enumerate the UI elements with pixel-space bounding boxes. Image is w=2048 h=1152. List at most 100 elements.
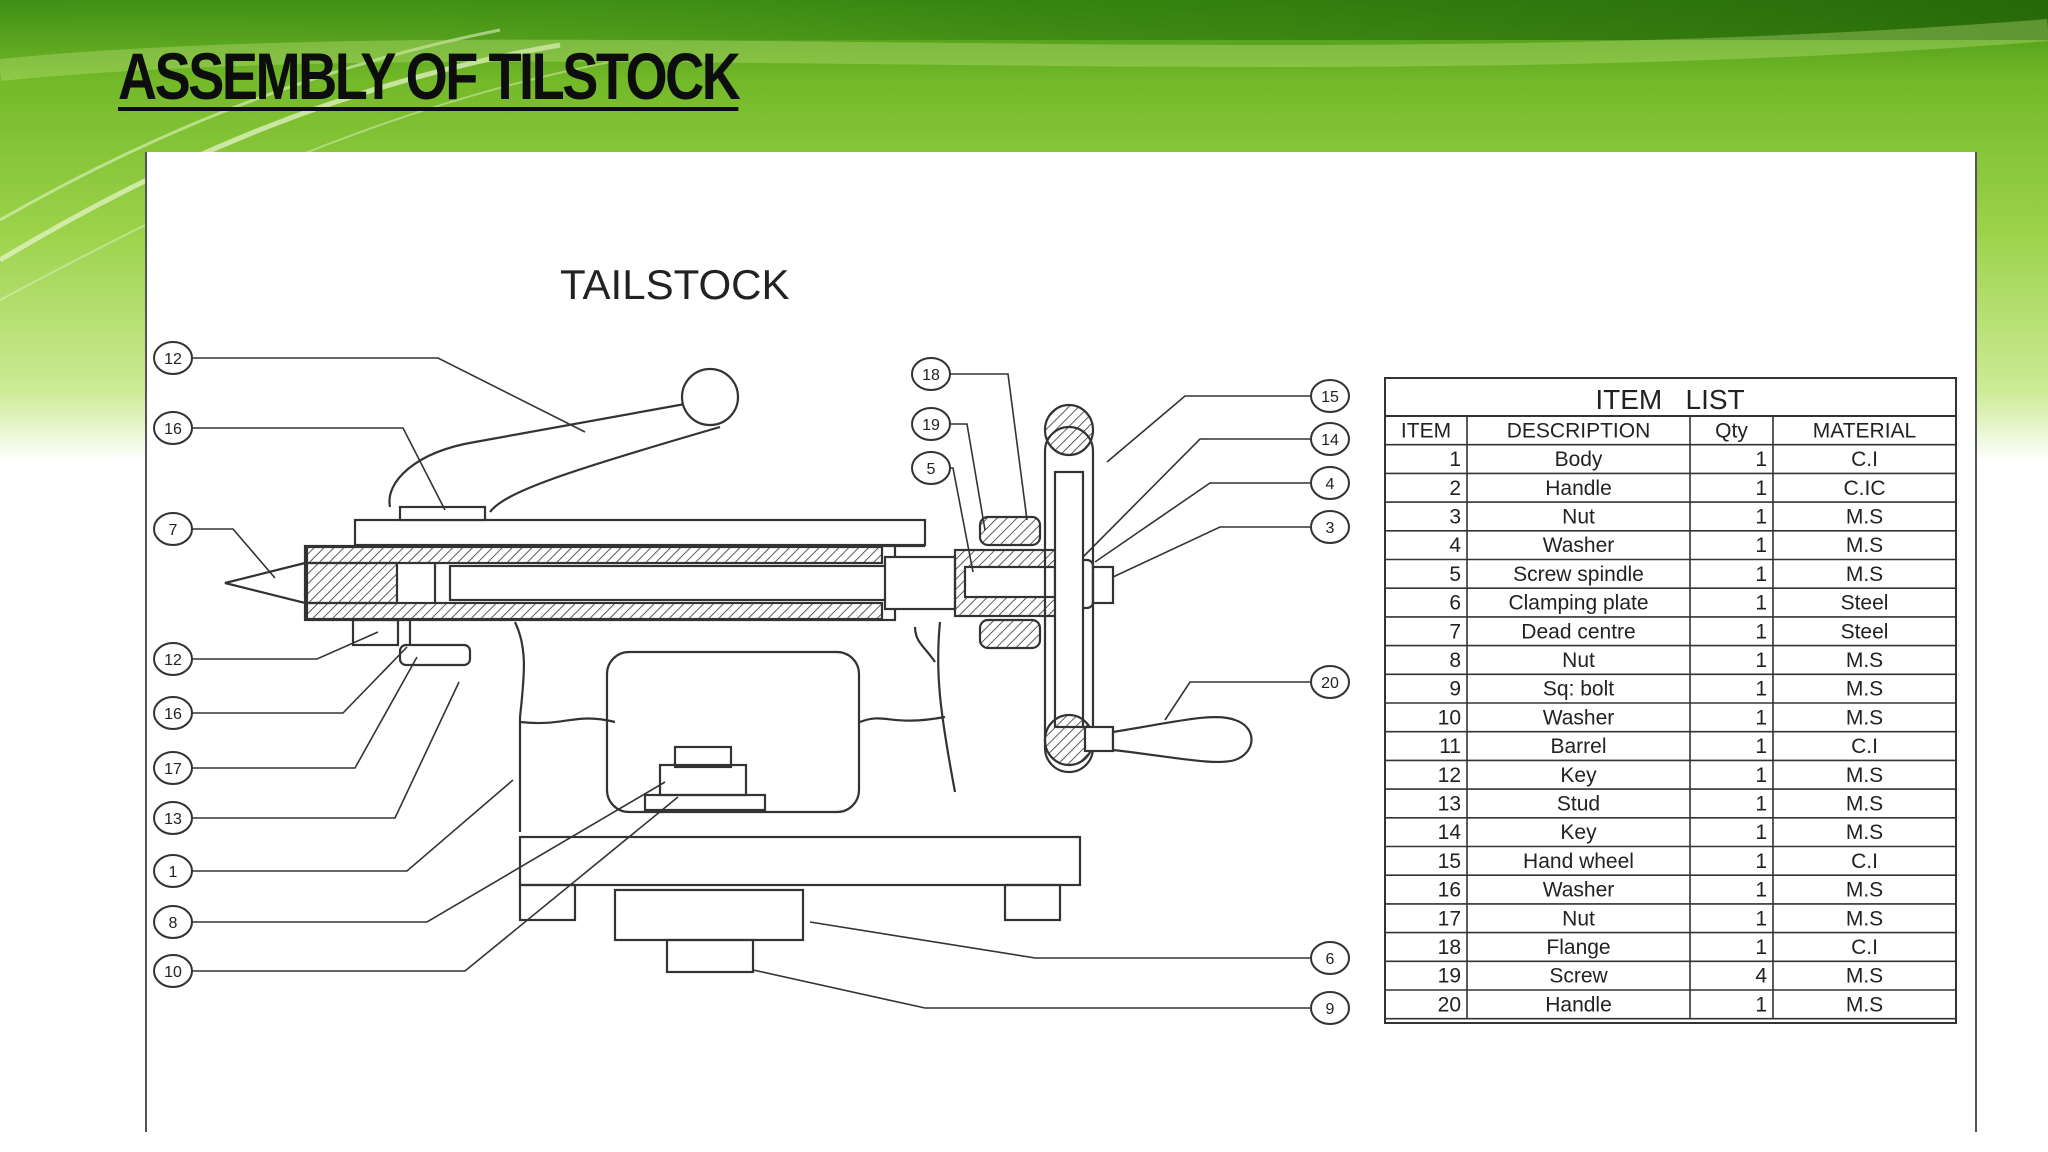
leader-lines	[188, 357, 1310, 1009]
table-cell: 4	[1449, 534, 1461, 557]
table-row: 17 Nut 1 M.S	[1438, 907, 1884, 930]
callout-bubble	[1310, 991, 1350, 1025]
table-cell: Clamping plate	[1508, 592, 1648, 615]
table-cell: Handle	[1545, 993, 1612, 1016]
callout-label: 13	[164, 811, 182, 828]
table-row: 4 Washer 1 M.S	[1449, 534, 1883, 557]
table-cell: M.S	[1846, 505, 1883, 528]
callout-label: 20	[1321, 675, 1339, 692]
tailstock-drawing: TAILSTOCK	[153, 261, 1957, 1025]
callout-label: 4	[1326, 476, 1335, 493]
callout-label: 9	[1326, 1001, 1335, 1018]
callout-label: 16	[164, 706, 182, 723]
table-cell: Nut	[1562, 505, 1595, 528]
table-cell: C.I	[1851, 850, 1878, 873]
callout-bubble	[153, 801, 193, 835]
callout-label: 3	[1326, 520, 1335, 537]
table-cell: 1	[1755, 649, 1767, 672]
table-cell: 1	[1755, 907, 1767, 930]
callout-label: 19	[922, 417, 940, 434]
tailstock-body	[351, 518, 1082, 974]
table-cell: 1	[1755, 706, 1767, 729]
callout-bubble	[1310, 665, 1350, 699]
callout-bubble	[911, 407, 951, 441]
callout-bubble	[153, 905, 193, 939]
table-cell: 16	[1438, 879, 1461, 902]
table-cell: C.I	[1851, 936, 1878, 959]
callout-label: 17	[164, 761, 182, 778]
table-cell: Dead centre	[1521, 620, 1635, 643]
callout-label: 7	[169, 522, 178, 539]
slide-title: ASSEMBLY OF TILSTOCK	[118, 39, 741, 113]
table-cell: 1	[1755, 534, 1767, 557]
table-cell: 20	[1438, 993, 1461, 1016]
callout-bubbles	[153, 341, 1350, 1025]
table-cell: 14	[1438, 821, 1462, 844]
table-cell: M.S	[1846, 706, 1883, 729]
table-cell: Washer	[1543, 534, 1615, 557]
callout-label: 12	[164, 351, 182, 368]
table-row: 1 Body 1 C.I	[1449, 448, 1878, 471]
table-cell: M.S	[1846, 534, 1883, 557]
callout-bubble	[1310, 466, 1350, 500]
table-cell: Hand wheel	[1523, 850, 1634, 873]
table-cell: M.S	[1846, 649, 1883, 672]
table-cell: 11	[1439, 735, 1461, 758]
table-cell: 1	[1755, 879, 1767, 902]
callout-bubble	[153, 954, 193, 988]
table-cell: 9	[1449, 678, 1461, 701]
callout-bubble	[1310, 379, 1350, 413]
table-cell: C.IC	[1844, 477, 1886, 500]
table-cell: 13	[1438, 792, 1461, 815]
item-list-title: ITEM LIST	[1595, 384, 1744, 415]
table-cell: M.S	[1846, 792, 1883, 815]
table-cell: Steel	[1841, 620, 1889, 643]
table-cell: 1	[1755, 448, 1767, 471]
table-cell: Body	[1555, 448, 1603, 471]
table-cell: 3	[1449, 505, 1461, 528]
table-cell: Key	[1560, 764, 1597, 787]
callout-bubble	[1310, 510, 1350, 544]
table-cell: Washer	[1543, 706, 1615, 729]
table-cell: 1	[1755, 764, 1767, 787]
table-cell: Nut	[1562, 907, 1595, 930]
table-row: 15 Hand wheel 1 C.I	[1438, 850, 1878, 873]
table-cell: 17	[1438, 907, 1461, 930]
table-cell: M.S	[1846, 678, 1883, 701]
table-cell: 1	[1755, 993, 1767, 1016]
callout-bubble	[153, 854, 193, 888]
table-cell: 1	[1755, 792, 1767, 815]
table-cell: M.S	[1846, 821, 1883, 844]
table-cell: 1	[1755, 563, 1767, 586]
table-cell: 15	[1438, 850, 1461, 873]
table-cell: 18	[1438, 936, 1461, 959]
table-cell: 1	[1755, 850, 1767, 873]
callout-label: 14	[1321, 432, 1339, 449]
table-header-cell: Qty	[1715, 419, 1748, 442]
callout-bubble	[911, 451, 951, 485]
table-cell: 4	[1755, 965, 1767, 988]
table-cell: Flange	[1546, 936, 1610, 959]
table-cell: 1	[1449, 448, 1461, 471]
callout-bubble	[153, 642, 193, 676]
table-cell: C.I	[1851, 735, 1878, 758]
callout-label: 16	[164, 421, 182, 438]
table-cell: M.S	[1846, 907, 1883, 930]
table-cell: 1	[1755, 505, 1767, 528]
callout-label: 1	[169, 864, 178, 881]
item-list-border	[1384, 377, 1957, 1024]
table-header-cell: MATERIAL	[1813, 419, 1916, 442]
table-cell: C.I	[1851, 448, 1878, 471]
table-cell: 1	[1755, 620, 1767, 643]
